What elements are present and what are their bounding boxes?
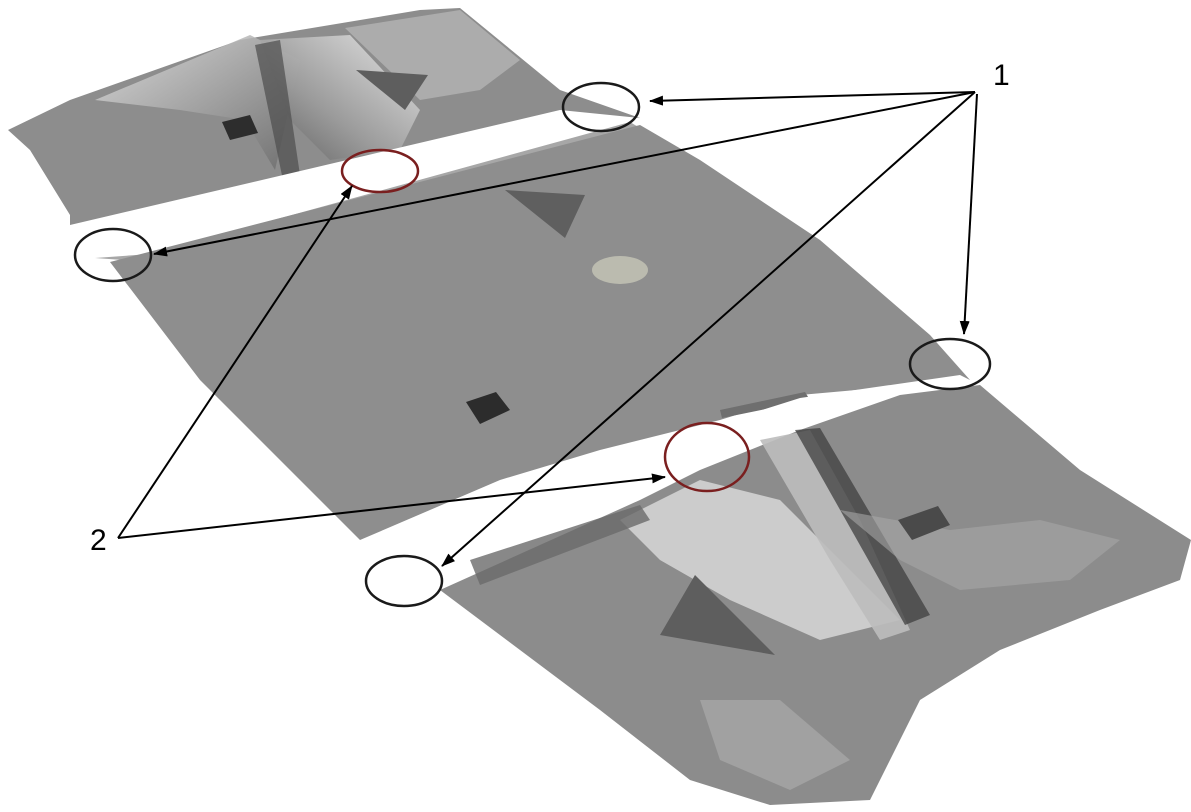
callout-label-1: 1 <box>993 59 1010 92</box>
arrow-line <box>650 92 975 101</box>
callout-label-2: 2 <box>90 524 107 557</box>
arrow-line <box>964 94 977 334</box>
bump-marker <box>592 256 648 284</box>
